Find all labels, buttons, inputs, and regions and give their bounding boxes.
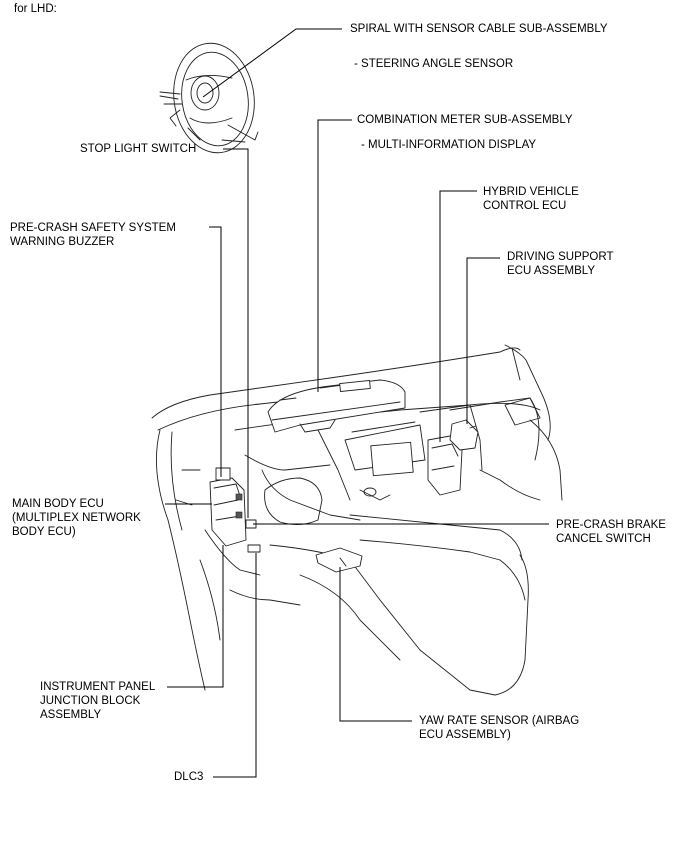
label-line: JUNCTION BLOCK [40, 695, 141, 707]
label-line: PRE-CRASH BRAKE [556, 519, 666, 531]
label-line: (MULTIPLEX NETWORK [12, 512, 141, 524]
label-line: INSTRUMENT PANEL [40, 681, 156, 693]
header-text: for LHD: [14, 3, 57, 15]
label-line: - MULTI-INFORMATION DISPLAY [361, 139, 537, 151]
label-line: YAW RATE SENSOR (AIRBAG [419, 715, 580, 727]
label-line: WARNING BUZZER [10, 236, 115, 248]
label-spiral-cable: SPIRAL WITH SENSOR CABLE SUB-ASSEMBLY [350, 22, 608, 36]
leader-lines [165, 28, 549, 778]
label-dlc3: DLC3 [174, 770, 203, 784]
label-steering-angle-sensor: - STEERING ANGLE SENSOR [354, 57, 513, 71]
label-line: COMBINATION METER SUB-ASSEMBLY [357, 114, 573, 126]
label-line: PRE-CRASH SAFETY SYSTEM [10, 222, 176, 234]
label-warning-buzzer: PRE-CRASH SAFETY SYSTEM WARNING BUZZER [10, 221, 176, 249]
label-line: CANCEL SWITCH [556, 533, 651, 545]
main-body-ecu-illustration [209, 467, 247, 547]
label-multi-information-display: - MULTI-INFORMATION DISPLAY [361, 138, 536, 152]
label-line: DRIVING SUPPORT [507, 251, 614, 263]
label-line: HYBRID VEHICLE [483, 186, 579, 198]
label-line: DLC3 [174, 771, 204, 783]
label-pre-crash-brake-cancel-switch: PRE-CRASH BRAKE CANCEL SWITCH [556, 518, 666, 546]
label-yaw-rate-sensor: YAW RATE SENSOR (AIRBAG ECU ASSEMBLY) [419, 714, 579, 742]
label-line: STOP LIGHT SWITCH [80, 143, 197, 155]
label-line: SPIRAL WITH SENSOR CABLE SUB-ASSEMBLY [350, 23, 608, 35]
label-line: ECU ASSEMBLY) [419, 729, 511, 741]
label-line: CONTROL ECU [483, 200, 567, 212]
label-main-body-ecu: MAIN BODY ECU (MULTIPLEX NETWORK BODY EC… [12, 497, 141, 539]
label-line: ASSEMBLY [40, 709, 102, 721]
label-combination-meter: COMBINATION METER SUB-ASSEMBLY [357, 113, 573, 127]
yaw-rate-sensor-illustration [315, 547, 363, 573]
combination-meter-illustration [267, 379, 406, 433]
label-line: - STEERING ANGLE SENSOR [354, 58, 514, 70]
label-junction-block: INSTRUMENT PANEL JUNCTION BLOCK ASSEMBLY [40, 680, 155, 722]
label-hybrid-vehicle-control-ecu: HYBRID VEHICLE CONTROL ECU [483, 185, 579, 213]
steering-wheel-illustration [159, 42, 259, 154]
hybrid-ecu-illustration [427, 435, 463, 496]
label-driving-support-ecu: DRIVING SUPPORT ECU ASSEMBLY [507, 250, 614, 278]
label-line: MAIN BODY ECU [12, 498, 104, 510]
label-line: ECU ASSEMBLY [507, 265, 595, 277]
label-stop-light-switch: STOP LIGHT SWITCH [80, 142, 196, 156]
driving-support-ecu-illustration [449, 419, 479, 451]
label-line: BODY ECU) [12, 526, 76, 538]
dlc3-illustration [247, 544, 261, 553]
